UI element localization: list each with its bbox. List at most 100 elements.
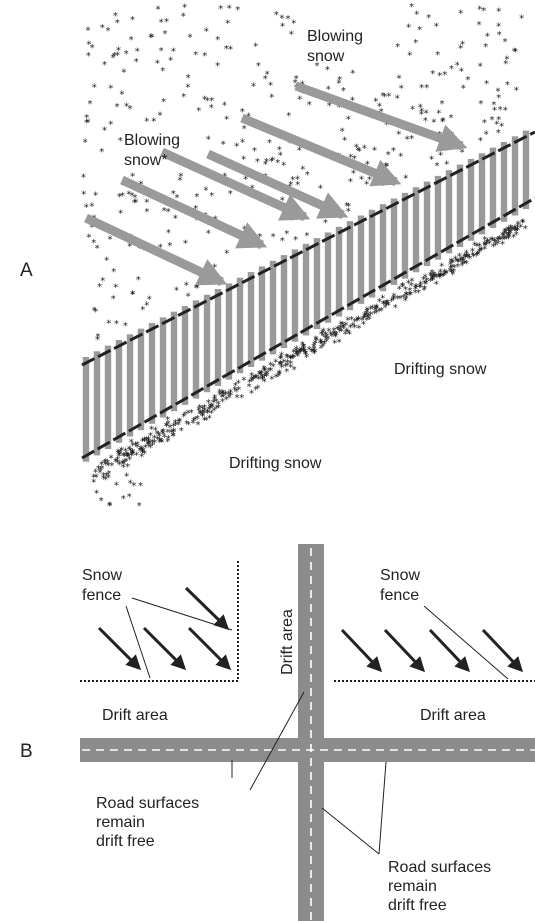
snowflake-icon: * bbox=[359, 174, 364, 185]
snowflake-icon: * bbox=[313, 334, 318, 345]
snowflake-icon: * bbox=[176, 420, 181, 431]
snowflake-icon: * bbox=[487, 239, 492, 250]
snowflake-icon: * bbox=[391, 292, 396, 303]
fence-slat bbox=[269, 260, 277, 355]
snowflake-icon: * bbox=[115, 458, 120, 469]
snowflake-icon: * bbox=[283, 362, 288, 373]
snowflake-icon: * bbox=[414, 9, 419, 20]
snowflake-icon: * bbox=[139, 445, 144, 456]
snowflake-icon: * bbox=[294, 349, 299, 360]
snowflake-icon: * bbox=[100, 464, 105, 475]
snowflake-icon: * bbox=[430, 69, 435, 80]
snowflake-icon: * bbox=[144, 207, 149, 218]
snowflake-icon: * bbox=[382, 92, 387, 103]
snowflake-icon: * bbox=[155, 429, 160, 440]
snowflake-icon: * bbox=[449, 256, 454, 267]
snowflake-icon: * bbox=[286, 111, 291, 122]
snowflake-icon: * bbox=[297, 349, 302, 360]
snowflake-icon: * bbox=[287, 138, 292, 149]
snowflake-icon: * bbox=[512, 224, 517, 235]
snowflake-icon: * bbox=[514, 230, 519, 241]
snowflake-icon: * bbox=[209, 191, 214, 202]
snowflake-icon: * bbox=[490, 236, 495, 247]
snowflake-icon: * bbox=[263, 74, 268, 85]
snowflake-icon: * bbox=[254, 373, 259, 384]
snowflake-icon: * bbox=[86, 40, 91, 51]
panel-b: B Snow fence Snow fence Drift area Drift… bbox=[20, 544, 535, 921]
snowflake-icon: * bbox=[278, 359, 283, 370]
snowflake-icon: * bbox=[461, 255, 466, 266]
snowflake-icon: * bbox=[490, 115, 495, 126]
snowflake-icon: * bbox=[436, 108, 441, 119]
wind-arrow-b bbox=[187, 626, 232, 671]
snowflake-icon: * bbox=[212, 262, 217, 273]
fence-slat bbox=[258, 266, 266, 361]
snowflake-icon: * bbox=[97, 282, 102, 293]
snowflake-icon: * bbox=[277, 145, 282, 156]
snowflake-icon: * bbox=[228, 387, 233, 398]
snowflake-icon: * bbox=[503, 59, 508, 70]
snowflake-icon: * bbox=[409, 281, 414, 292]
snowflake-icon: * bbox=[273, 358, 278, 369]
snowflake-icon: * bbox=[183, 410, 188, 421]
snowflake-icon: * bbox=[288, 180, 293, 191]
snowflake-icon: * bbox=[368, 305, 373, 316]
snowflake-icon: * bbox=[291, 19, 296, 30]
snowflake-icon: * bbox=[217, 388, 222, 399]
snowflake-icon: * bbox=[408, 290, 413, 301]
snowflake-icon: * bbox=[234, 142, 239, 153]
snowflake-icon: * bbox=[221, 389, 226, 400]
leader-road-right-a bbox=[321, 807, 380, 855]
snowflake-icon: * bbox=[409, 276, 414, 287]
snowflake-icon: * bbox=[311, 347, 316, 358]
snowflake-icon: * bbox=[441, 272, 446, 283]
snowflake-icon: * bbox=[194, 192, 199, 203]
snowflake-icon: * bbox=[113, 457, 118, 468]
snowflake-icon: * bbox=[482, 244, 487, 255]
wind-arrow-b bbox=[184, 586, 230, 631]
wind-arrow bbox=[84, 213, 228, 287]
snowflake-icon: * bbox=[155, 59, 160, 70]
snowflake-icon: * bbox=[360, 315, 365, 326]
snowflake-icon: * bbox=[297, 347, 302, 358]
snowflake-icon: * bbox=[449, 262, 454, 273]
snowflake-icon: * bbox=[109, 453, 114, 464]
snowflake-icon: * bbox=[292, 365, 297, 376]
snowflake-icon: * bbox=[374, 308, 379, 319]
snowflake-icon: * bbox=[403, 285, 408, 296]
snowflake-icon: * bbox=[407, 286, 412, 297]
snowflake-icon: * bbox=[243, 175, 248, 186]
fence-slat bbox=[456, 164, 464, 248]
snowflake-icon: * bbox=[224, 44, 229, 55]
snowflake-icon: * bbox=[426, 13, 431, 24]
snowflake-icon: * bbox=[396, 130, 401, 141]
snowflake-icon: * bbox=[111, 53, 116, 64]
snowflake-icon: * bbox=[161, 430, 166, 441]
snowflake-icon: * bbox=[166, 434, 171, 445]
snowflake-icon: * bbox=[212, 395, 217, 406]
snowflake-icon: * bbox=[460, 40, 465, 51]
snowflake-icon: * bbox=[173, 214, 178, 225]
snowflake-icon: * bbox=[135, 440, 140, 451]
snowflake-icon: * bbox=[471, 252, 476, 263]
snowflake-icon: * bbox=[434, 279, 439, 290]
snowflake-icon: * bbox=[434, 273, 439, 284]
snowflake-icon: * bbox=[413, 283, 418, 294]
snowflake-icon: * bbox=[361, 314, 366, 325]
snowflake-icon: * bbox=[395, 42, 400, 53]
snowflake-icon: * bbox=[178, 175, 183, 186]
snowflake-icon: * bbox=[329, 331, 334, 342]
snowflake-icon: * bbox=[277, 360, 282, 371]
snowflake-icon: * bbox=[160, 66, 165, 77]
snowflake-icon: * bbox=[202, 416, 207, 427]
snowflake-icon: * bbox=[319, 329, 324, 340]
snowflake-icon: * bbox=[142, 437, 147, 448]
fence-slat bbox=[467, 158, 475, 241]
snowflake-icon: * bbox=[177, 417, 182, 428]
snowflake-icon: * bbox=[181, 12, 186, 23]
panel-b-letter: B bbox=[20, 741, 33, 762]
snowflake-icon: * bbox=[430, 268, 435, 279]
snowflake-icon: * bbox=[142, 449, 147, 460]
snowflake-icon: * bbox=[281, 357, 286, 368]
snowflake-icon: * bbox=[99, 496, 104, 507]
